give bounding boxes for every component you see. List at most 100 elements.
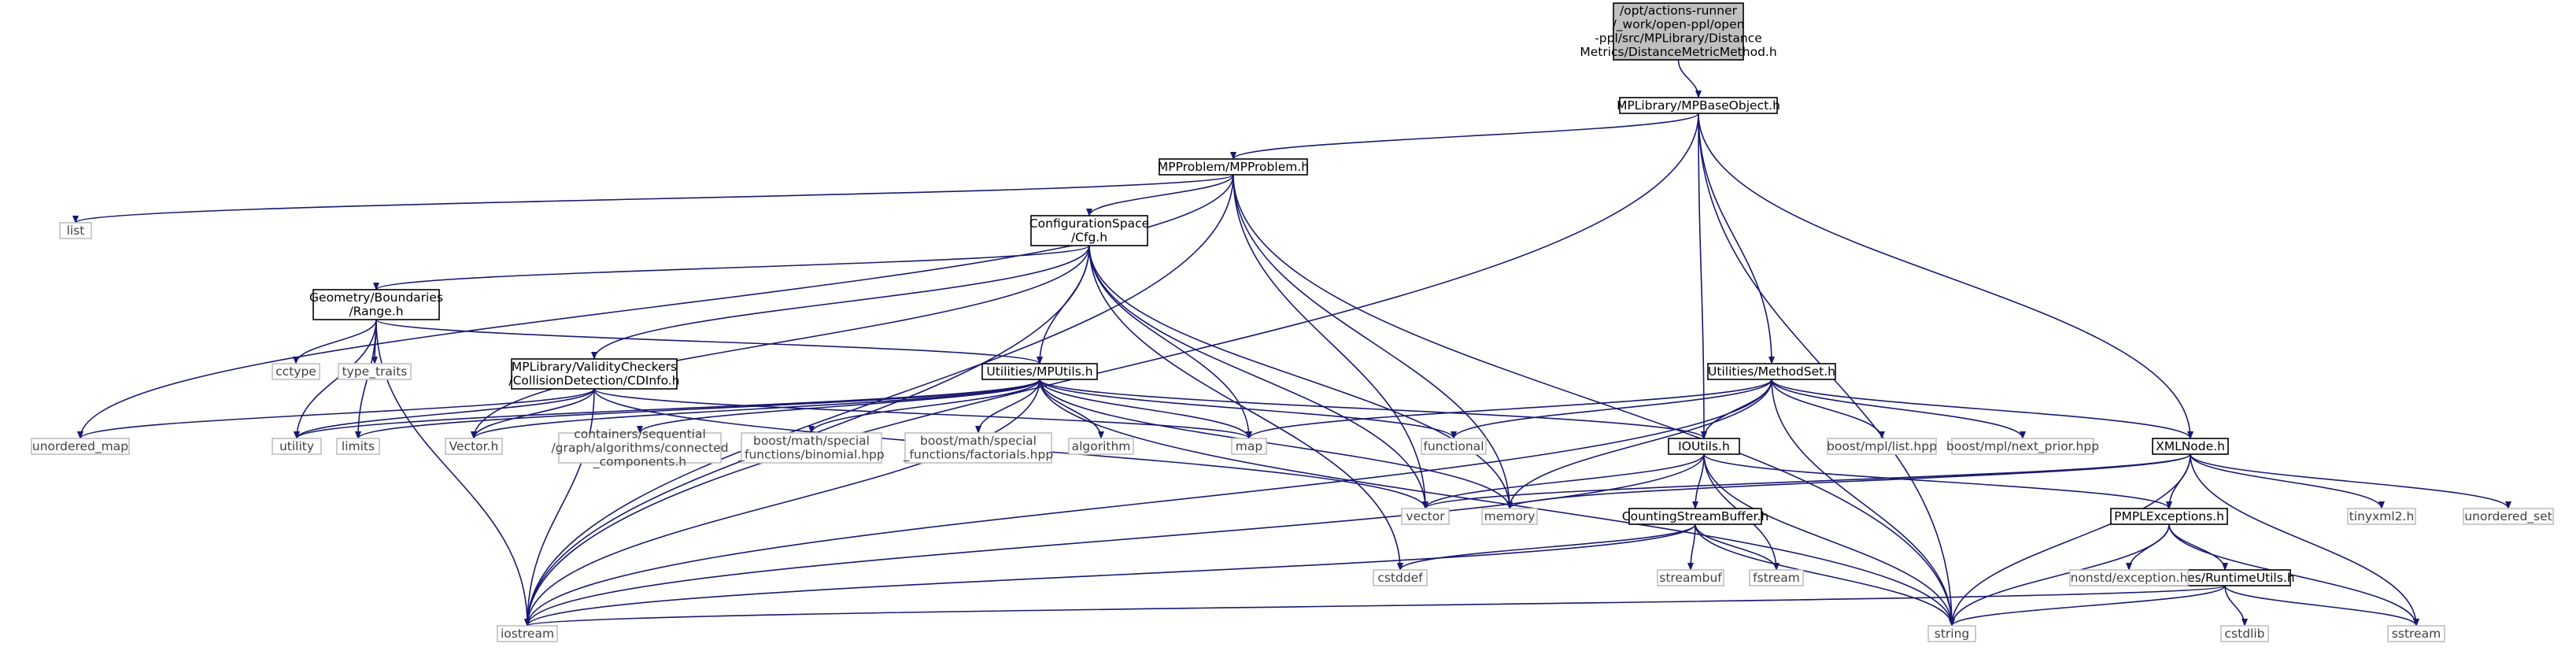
edge-runtime-to-sstream (2224, 585, 2419, 627)
node-label-containers: /graph/algorithms/connected (551, 441, 728, 455)
node-iostream: iostream (497, 625, 558, 642)
node-box-tinyxml (2347, 508, 2416, 525)
node-nextprior: boost/mpl/next_prior.hpp (1946, 438, 2099, 455)
edge-xmlnode-to-memory (1506, 453, 2191, 509)
edge-mputils-to-memory (1039, 379, 1513, 509)
edge-range-to-mputils (375, 319, 1043, 364)
node-label-containers: _components.h (593, 454, 686, 469)
node-box-unordered_map (31, 438, 130, 455)
node-cfg[interactable]: ConfigurationSpace/Cfg.h (1029, 215, 1149, 246)
node-label-memory: memory (1484, 509, 1536, 523)
edge-mputils-to-functional (1039, 379, 1457, 439)
node-list: list (59, 222, 92, 239)
edge-mpproblem-to-memory (1233, 174, 1513, 509)
edge-mpbase-to-ioutils (1698, 113, 1707, 439)
node-functional: functional (1421, 438, 1487, 455)
edge-methodset-to-map (1246, 379, 1772, 439)
node-mputils[interactable]: Utilities/MPUtils.h (981, 363, 1098, 380)
edge-mputils-to-string (1039, 379, 1955, 627)
node-label-mpproblem: MPProblem/MPProblem.h (1158, 160, 1309, 174)
edge-methodset-to-string (1771, 379, 1955, 627)
edge-methodset-to-nextprior (1771, 379, 2026, 439)
edge-cfg-to-cstddef (1088, 245, 1403, 571)
node-box-unordered_set (2463, 508, 2554, 525)
node-box-sstream (2387, 625, 2445, 642)
node-limits: limits (336, 438, 380, 455)
node-sstream: sstream (2387, 625, 2445, 642)
node-mpproblem[interactable]: MPProblem/MPProblem.h (1158, 158, 1309, 176)
node-label-vectorh: Vector.h (449, 439, 499, 453)
node-label-xmlnode: XMLNode.h (2156, 439, 2225, 453)
node-ioutils[interactable]: IOUtils.h (1668, 438, 1740, 455)
edge-pmplexc-to-string (1949, 523, 2170, 627)
node-box-ioutils (1668, 438, 1740, 455)
node-label-streambuf: streambuf (1659, 571, 1722, 585)
node-label-cctype: cctype (275, 364, 316, 379)
edge-pmplexc-to-runtime (2168, 523, 2228, 571)
node-label-cstddef: cstddef (1377, 571, 1423, 585)
node-box-xmlnode (2152, 438, 2229, 455)
edge-methodset-to-mpllist (1771, 379, 1885, 439)
node-label-map: map (1236, 439, 1262, 453)
node-cdinfo[interactable]: MPLibrary/ValidityCheckers/CollisionDete… (508, 358, 680, 390)
node-mpbase[interactable]: MPLibrary/MPBaseObject.h (1617, 97, 1780, 114)
edge-csb-to-cstddef (1397, 523, 1696, 571)
node-vector: vector (1401, 508, 1450, 525)
node-box-cstddef (1373, 569, 1428, 586)
node-label-functional: functional (1423, 439, 1484, 453)
node-xmlnode[interactable]: XMLNode.h (2152, 438, 2229, 455)
node-cstdlib: cstdlib (2220, 625, 2269, 642)
node-label-algorithm: algorithm (1072, 439, 1131, 453)
node-csb[interactable]: CountingStreamBuffer.h (1622, 508, 1768, 525)
node-label-unordered_map: unordered_map (32, 439, 128, 454)
node-box-factorials (904, 432, 1052, 464)
edge-methodset-to-memory (1506, 379, 1772, 509)
node-fstream: fstream (1749, 569, 1804, 586)
edge-mputils-to-algorithm (1039, 379, 1104, 439)
node-box-nextprior (1951, 438, 2094, 455)
node-label-range: Geometry/Boundaries (309, 290, 443, 305)
node-label-utility: utility (279, 439, 314, 453)
node-box-csb (1628, 508, 1762, 525)
edge-ioutils-to-vector (1422, 453, 1705, 509)
edge-mputils-to-ioutils (1039, 379, 1707, 439)
edge-cfg-to-vector (1088, 245, 1428, 509)
edge-mputils-to-iostream (524, 379, 1040, 627)
edge-cdinfo-to-unordered_map (77, 388, 595, 439)
edge-cdinfo-to-iostream (524, 388, 595, 627)
node-label-sstream: sstream (2392, 627, 2441, 641)
edge-methodset-to-ioutils (1701, 379, 1772, 439)
edge-mputils-to-vectorh (471, 379, 1040, 439)
edge-csb-to-string (1695, 523, 1955, 627)
node-label-list: list (67, 224, 85, 238)
edge-mpproblem-to-vector (1233, 174, 1428, 509)
edge-mpbase-to-methodset (1698, 113, 1775, 364)
edge-methodset-to-xmlnode (1771, 379, 2193, 439)
node-box-streambuf (1657, 569, 1724, 586)
node-box-cfg (1030, 215, 1148, 246)
node-root[interactable]: /opt/actions-runner/_work/open-ppl/open-… (1580, 2, 1777, 61)
edge-methodset-to-functional (1451, 379, 1772, 439)
node-box-range (312, 289, 440, 320)
node-unordered_map: unordered_map (31, 438, 130, 455)
node-label-methodset: Utilities/MethodSet.h (1708, 364, 1835, 379)
edge-pmplexc-to-sstream (2168, 523, 2419, 627)
node-methodset[interactable]: Utilities/MethodSet.h (1707, 363, 1836, 380)
edge-ioutils-to-iostream (524, 453, 1705, 627)
node-box-fstream (1749, 569, 1804, 586)
node-runtime[interactable]: Utilities/RuntimeUtils.h (2155, 569, 2295, 586)
edge-mpbase-to-mpproblem (1230, 113, 1699, 160)
edge-mputils-to-binomial (808, 379, 1040, 434)
node-label-tinyxml: tinyxml2.h (2349, 509, 2415, 523)
edge-runtime-to-string (1949, 585, 2226, 627)
edge-range-to-utility (294, 319, 377, 439)
node-range[interactable]: Geometry/Boundaries/Range.h (309, 289, 443, 320)
nodes-layer: /opt/actions-runner/_work/open-ppl/open-… (31, 2, 2554, 642)
edge-xmlnode-to-tinyxml (2190, 453, 2385, 509)
edge-csb-to-streambuf (1687, 523, 1696, 571)
node-pmplexc[interactable]: PMPLExceptions.h (2110, 508, 2228, 525)
node-box-cctype (272, 363, 320, 380)
node-label-vector: vector (1406, 509, 1445, 523)
node-containers: containers/sequential/graph/algorithms/c… (551, 427, 728, 469)
edge-mputils-to-map (1039, 379, 1252, 439)
